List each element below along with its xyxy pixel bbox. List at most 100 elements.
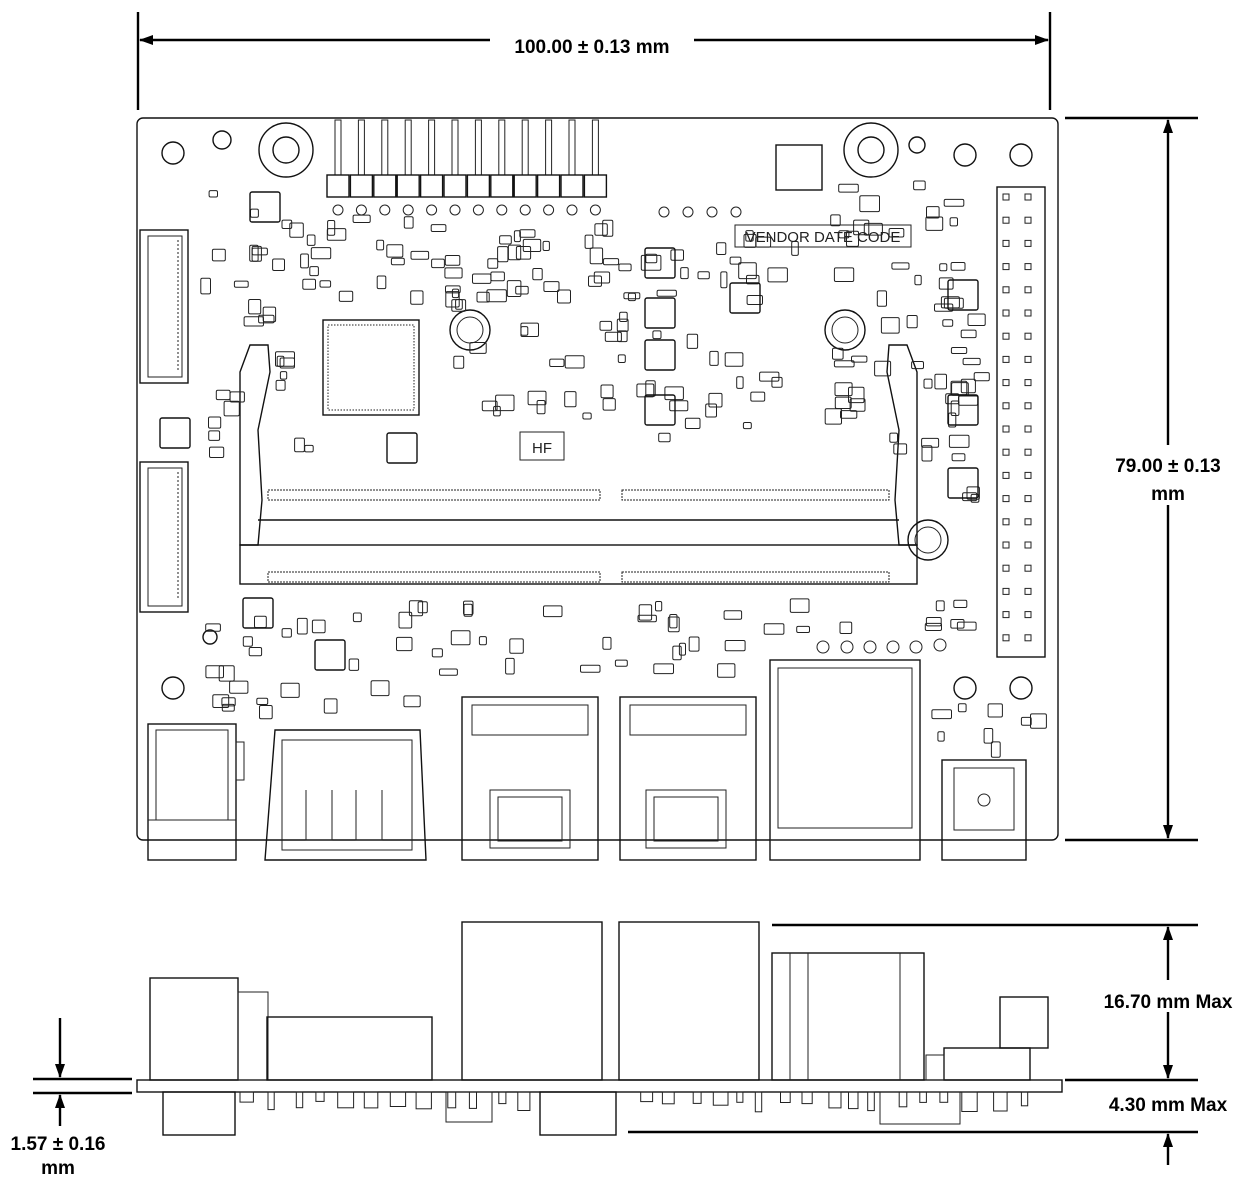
top-pin-header xyxy=(326,119,608,216)
test-pad xyxy=(706,206,718,218)
smd-component xyxy=(542,240,550,251)
smd-component xyxy=(839,621,853,634)
smd-component xyxy=(549,358,565,368)
header-pin xyxy=(1024,587,1032,595)
header-pin xyxy=(1024,193,1032,201)
sodimm-slot xyxy=(239,344,918,585)
mounting-hole xyxy=(161,141,185,165)
smd-component xyxy=(951,453,966,462)
smd-component xyxy=(451,288,460,299)
test-pad xyxy=(730,206,742,218)
header-pin xyxy=(1002,332,1010,340)
header-pin xyxy=(1002,634,1010,642)
smd-component xyxy=(705,403,718,418)
smd-component xyxy=(604,331,622,342)
smd-component xyxy=(348,658,360,671)
smd-component xyxy=(431,648,443,658)
header-pin-pad xyxy=(496,204,508,216)
smd-component xyxy=(833,267,855,282)
smd-component xyxy=(519,229,536,238)
smd-component xyxy=(580,664,601,673)
mounting-hole xyxy=(258,122,314,178)
usb-c-port xyxy=(941,759,1027,861)
smd-component xyxy=(497,246,509,263)
side-bottom-component xyxy=(239,1091,254,1103)
smd-component xyxy=(463,600,474,616)
smd-component xyxy=(499,235,512,245)
width-dimension: 100.00 ± 0.13 mm xyxy=(136,12,1052,110)
header-pin xyxy=(334,119,342,176)
smd-component xyxy=(638,604,653,621)
smd-component xyxy=(602,219,614,237)
smd-component xyxy=(478,636,487,646)
smd-component xyxy=(319,280,332,288)
smd-component xyxy=(602,398,616,411)
smd-component xyxy=(403,695,421,708)
header-pin xyxy=(1002,193,1010,201)
smd-component xyxy=(472,273,492,284)
smd-component xyxy=(859,195,880,213)
header-pin xyxy=(1002,286,1010,294)
header-pin xyxy=(498,119,506,176)
smd-component xyxy=(838,183,859,193)
smd-component xyxy=(931,709,953,720)
smd-component xyxy=(876,290,887,307)
smd-component xyxy=(390,257,405,266)
side-bottom-component xyxy=(295,1091,304,1109)
mounting-hole xyxy=(212,130,232,150)
header-pin-housing xyxy=(419,174,444,198)
mounting-hole-inner xyxy=(272,136,300,164)
smd-component xyxy=(888,228,905,238)
smd-component xyxy=(614,659,628,667)
side-bottom-component xyxy=(867,1091,875,1112)
smd-component xyxy=(386,244,404,258)
hf-mark-box xyxy=(519,431,565,461)
smd-component xyxy=(667,616,680,633)
mounting-hole xyxy=(953,676,977,700)
smd-component xyxy=(957,703,967,713)
side-bottom-component xyxy=(640,1091,654,1103)
smd-component xyxy=(507,244,522,261)
smd-component xyxy=(791,241,799,256)
smd-component xyxy=(848,386,865,404)
smd-component xyxy=(281,628,292,638)
header-pin xyxy=(1024,402,1032,410)
smd-component xyxy=(942,319,954,327)
header-pin xyxy=(1024,611,1032,619)
header-pin xyxy=(404,119,412,176)
side-bottom-component xyxy=(801,1091,813,1105)
mounting-holes xyxy=(161,122,1033,700)
header-pin xyxy=(1024,541,1032,549)
standoff-inner xyxy=(831,316,859,344)
header-pin xyxy=(545,119,553,176)
smd-component xyxy=(669,614,678,629)
ic-chip xyxy=(729,282,761,314)
header-pin xyxy=(1024,216,1032,224)
side-usb-port-1 xyxy=(461,921,603,1081)
smd-component xyxy=(221,703,235,712)
smd-component xyxy=(602,636,612,650)
smd-component xyxy=(594,223,608,236)
smd-component xyxy=(208,190,219,198)
smd-component xyxy=(205,665,224,679)
side-component xyxy=(925,1054,945,1081)
smd-component xyxy=(618,263,632,272)
smd-component xyxy=(853,219,870,236)
smd-component xyxy=(686,333,699,349)
standoff-inner xyxy=(914,526,942,554)
smd-component xyxy=(926,206,940,219)
smd-component xyxy=(745,230,754,242)
smd-component xyxy=(935,600,945,612)
side-dc-jack-bottom xyxy=(162,1091,236,1136)
header-pin-pad xyxy=(449,204,461,216)
smd-component xyxy=(229,391,245,403)
smd-component xyxy=(990,741,1001,758)
smd-component xyxy=(564,355,585,369)
hf-mark-label: HF xyxy=(532,440,552,457)
header-pin xyxy=(521,119,529,176)
side-usb-c xyxy=(943,1047,1031,1081)
header-pin-housing xyxy=(373,174,397,198)
ic-chip xyxy=(242,597,274,629)
side-bottom-component xyxy=(754,1091,763,1113)
test-pad xyxy=(816,640,830,654)
